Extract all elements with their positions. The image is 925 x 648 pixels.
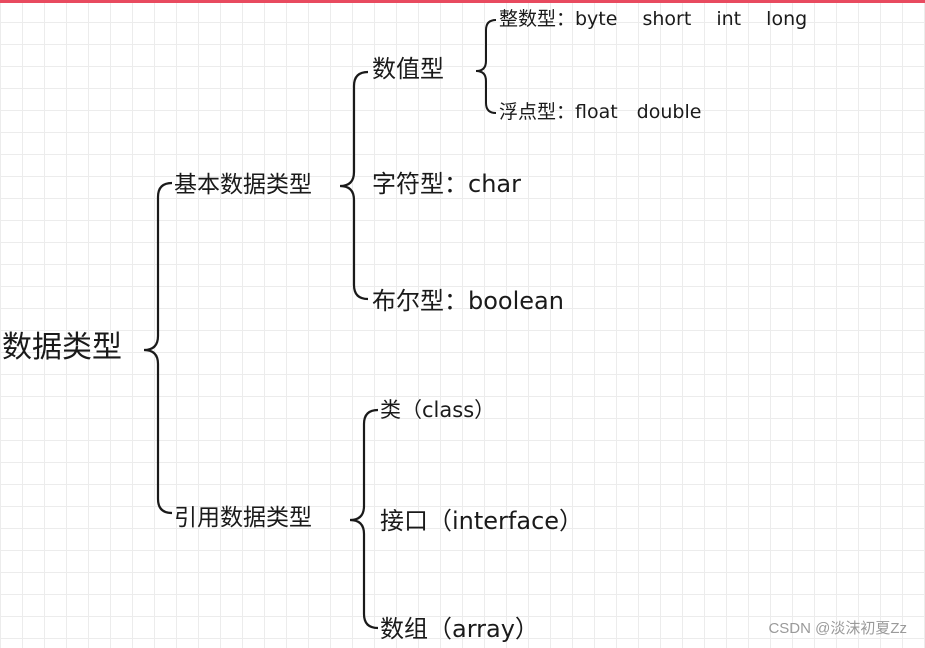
basic-types-node: 基本数据类型 — [174, 172, 312, 198]
char-type-node: 字符型：char — [372, 170, 521, 198]
array-type-node: 数组（array） — [380, 615, 539, 643]
root-node: 数据类型 — [2, 330, 122, 365]
boolean-type-node: 布尔型：boolean — [372, 287, 564, 315]
class-type-node: 类（class） — [380, 398, 496, 422]
top-accent-bar — [0, 0, 925, 3]
root-bracket — [143, 181, 173, 515]
numeric-type-node: 数值型 — [372, 55, 444, 83]
basic-bracket — [339, 70, 369, 301]
reference-types-node: 引用数据类型 — [174, 505, 312, 531]
numeric-bracket — [475, 19, 497, 114]
float-type-node: 浮点型：float double — [499, 101, 702, 123]
integer-type-node: 整数型：byte short int long — [499, 8, 808, 30]
interface-type-node: 接口（interface） — [380, 507, 584, 535]
reference-bracket — [349, 408, 379, 630]
csdn-watermark: CSDN @淡沫初夏Zz — [768, 620, 907, 637]
